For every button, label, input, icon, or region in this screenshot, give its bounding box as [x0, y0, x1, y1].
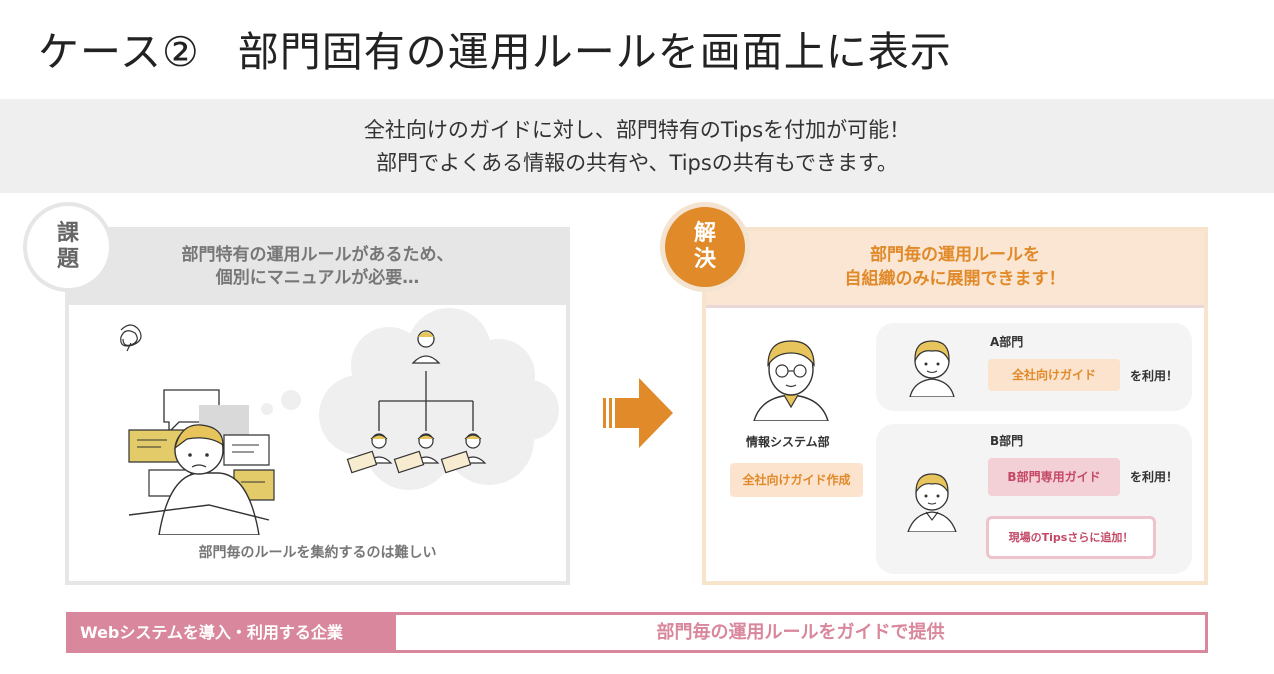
page-title: ケース② 部門固有の運用ルールを画面上に表示	[38, 18, 952, 78]
tips-callout: 現場のTipsさらに追加！	[986, 516, 1156, 559]
thought-bubble	[261, 308, 559, 490]
problem-heading: 部門特有の運用ルールがあるため、 個別にマニュアルが必要…	[69, 231, 566, 305]
it-dept-label: 情報システム部	[746, 435, 830, 449]
dept-a-card: A部門 全社向けガイド を利用！	[876, 323, 1192, 411]
problem-badge: 課 題	[23, 202, 113, 292]
problem-panel: 部門特有の運用ルールがあるため、 個別にマニュアルが必要…	[65, 227, 570, 585]
solution-heading: 部門毎の運用ルールを 自組織のみに展開できます！	[706, 231, 1204, 305]
problem-caption: 部門毎のルールを集約するのは難しい	[198, 545, 437, 561]
footer-value-text: 部門毎の運用ルールをガイドで提供	[656, 622, 945, 643]
case-number: ケース②	[38, 28, 200, 76]
summary-banner: 全社向けのガイドに対し、部門特有のTipsを付加が可能！ 部門でよくある情報の共…	[0, 99, 1274, 193]
dept-b-person-icon	[907, 473, 957, 532]
solution-badge: 解 決	[660, 202, 750, 292]
summary-line-2: 部門でよくある情報の共有や、Tipsの共有もできます。	[376, 151, 898, 175]
solution-heading-line-2: 自組織のみに展開できます！	[844, 269, 1066, 289]
dept-a-use-text: を利用！	[1130, 369, 1179, 383]
arrow-right-icon	[603, 378, 673, 448]
company-guide-creation-pill: 全社向けガイド作成	[730, 463, 863, 497]
frustration-scribble-icon	[120, 324, 142, 352]
footer-target-label: Webシステムを導入・利用する企業	[69, 615, 396, 650]
case-title: 部門固有の運用ルールを画面上に表示	[237, 28, 952, 76]
problem-heading-line-1: 部門特有の運用ルールがあるため、	[181, 245, 454, 265]
manager-person-icon	[411, 330, 441, 364]
solution-panel: 部門毎の運用ルールを 自組織のみに展開できます！ 情報システム部 全社向けガイド…	[702, 227, 1208, 585]
org-chart-icon	[378, 371, 474, 431]
dept-a-person-icon	[909, 340, 955, 397]
heading-divider	[706, 305, 1204, 308]
confused-person-icon	[128, 424, 270, 535]
staff-person-icon	[440, 433, 487, 474]
staff-person-icon	[393, 433, 440, 474]
dept-b-use-text: を利用！	[1130, 470, 1179, 484]
dept-a-guide-pill: 全社向けガイド	[988, 359, 1120, 391]
solution-heading-line-1: 部門毎の運用ルールを	[870, 245, 1040, 265]
dept-b-name: B部門	[990, 434, 1024, 448]
dept-a-name: A部門	[990, 335, 1024, 349]
problem-illustration	[120, 308, 559, 535]
staff-person-icon	[346, 433, 393, 474]
dept-b-guide-pill: B部門専用ガイド	[988, 458, 1120, 496]
footer-bar: Webシステムを導入・利用する企業 部門毎の運用ルールをガイドで提供	[66, 612, 1208, 653]
it-manager-avatar-icon	[753, 340, 829, 421]
summary-line-1: 全社向けのガイドに対し、部門特有のTipsを付加が可能！	[363, 118, 911, 142]
problem-heading-line-2: 個別にマニュアルが必要…	[215, 268, 420, 288]
